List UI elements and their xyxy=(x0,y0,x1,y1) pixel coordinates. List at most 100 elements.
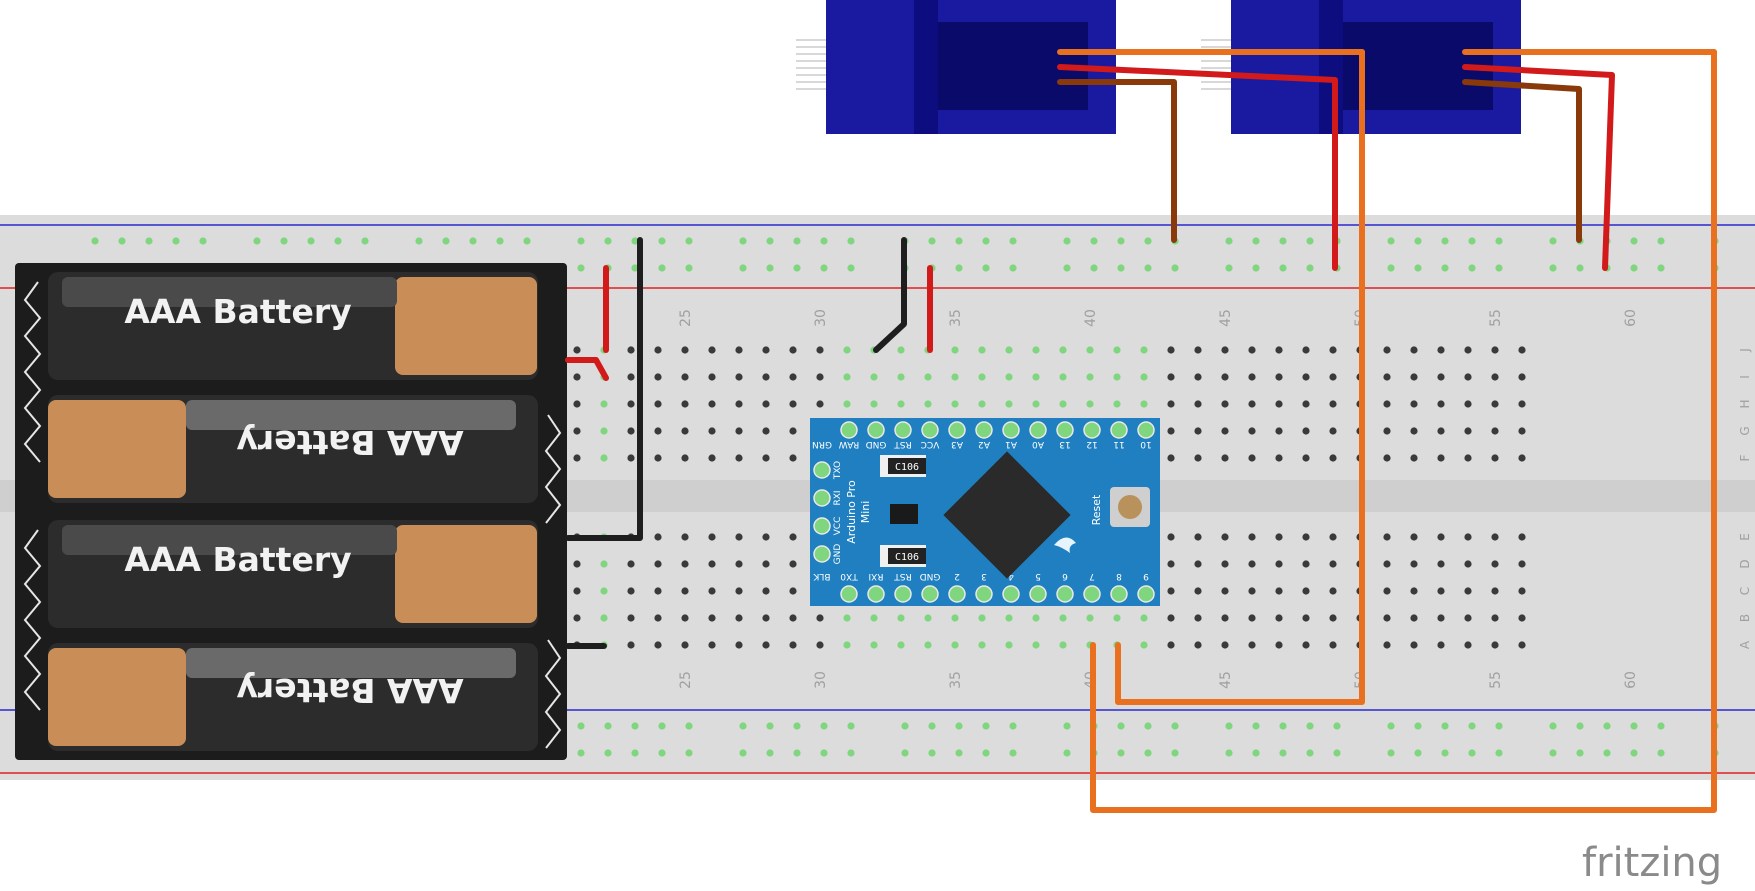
rail-hole xyxy=(307,237,315,245)
breadboard-hole xyxy=(1302,400,1310,408)
breadboard-hole xyxy=(1167,614,1175,622)
breadboard-hole xyxy=(789,400,797,408)
breadboard-hole xyxy=(1437,373,1445,381)
rail-hole xyxy=(1603,722,1611,730)
breadboard-hole xyxy=(1410,373,1418,381)
rail-hole xyxy=(577,264,585,272)
arduino-top-pin xyxy=(921,421,939,439)
breadboard-hole xyxy=(1221,454,1229,462)
breadboard-hole xyxy=(843,373,851,381)
rail-hole xyxy=(1117,722,1125,730)
breadboard-hole xyxy=(1302,587,1310,595)
arduino-bottom-pin xyxy=(1002,585,1020,603)
row-letter: H xyxy=(1738,399,1752,408)
breadboard-hole xyxy=(1275,454,1283,462)
column-number-top: 45 xyxy=(1218,309,1234,327)
breadboard-hole xyxy=(1005,373,1013,381)
breadboard-hole xyxy=(1437,533,1445,541)
breadboard-hole xyxy=(600,614,608,622)
rail-hole xyxy=(1468,722,1476,730)
breadboard-hole xyxy=(1329,614,1337,622)
rail-hole xyxy=(1414,722,1422,730)
rail-hole xyxy=(469,237,477,245)
breadboard-hole xyxy=(1383,560,1391,568)
breadboard-hole xyxy=(1086,400,1094,408)
rail-hole xyxy=(793,237,801,245)
breadboard-hole xyxy=(708,587,716,595)
rail-hole xyxy=(118,237,126,245)
breadboard-hole xyxy=(1410,614,1418,622)
rail-hole xyxy=(415,237,423,245)
reset-button-knob xyxy=(1118,495,1142,519)
breadboard-hole xyxy=(1032,400,1040,408)
rail-hole xyxy=(955,264,963,272)
breadboard-hole xyxy=(1059,373,1067,381)
rail-hole xyxy=(1171,722,1179,730)
rail-hole xyxy=(1657,722,1665,730)
breadboard-hole xyxy=(762,454,770,462)
breadboard-hole xyxy=(1410,346,1418,354)
arduino-bottom-pin xyxy=(894,585,912,603)
breadboard-hole xyxy=(681,373,689,381)
breadboard-hole xyxy=(627,560,635,568)
breadboard-hole xyxy=(843,641,851,649)
breadboard-hole xyxy=(816,641,824,649)
breadboard-hole xyxy=(654,400,662,408)
arduino-bottom-pin-label: 8 xyxy=(1116,571,1122,581)
arduino-top-pin-label: A1 xyxy=(1005,439,1017,449)
rail-hole xyxy=(928,749,936,757)
breadboard-hole xyxy=(600,587,608,595)
breadboard-hole xyxy=(1194,454,1202,462)
breadboard-hole xyxy=(1491,346,1499,354)
breadboard-hole xyxy=(1275,427,1283,435)
breadboard-hole xyxy=(1059,614,1067,622)
rail-hole xyxy=(1090,264,1098,272)
rail-hole xyxy=(955,722,963,730)
rail-hole xyxy=(1630,237,1638,245)
breadboard-hole xyxy=(816,614,824,622)
breadboard-hole xyxy=(654,614,662,622)
rail-hole xyxy=(982,237,990,245)
breadboard-hole xyxy=(1221,373,1229,381)
breadboard-hole xyxy=(762,427,770,435)
rail-hole xyxy=(1441,264,1449,272)
rail-hole xyxy=(1225,264,1233,272)
servo-flange xyxy=(914,0,938,134)
servo1-ground-wire xyxy=(1057,79,1177,243)
rail-hole xyxy=(334,237,342,245)
breadboard-hole xyxy=(1086,614,1094,622)
breadboard-hole xyxy=(762,400,770,408)
capacitor-top-label: C106 xyxy=(895,462,919,473)
rail-hole xyxy=(1009,749,1017,757)
arduino-bottom-pin xyxy=(1137,585,1155,603)
breadboard-hole xyxy=(978,373,986,381)
arduino-side-pin-label: VCC xyxy=(833,517,843,536)
breadboard-hole xyxy=(843,346,851,354)
rail-hole xyxy=(820,237,828,245)
arduino-bottom-pin xyxy=(1056,585,1074,603)
breadboard-hole xyxy=(627,587,635,595)
arduino-bottom-pin xyxy=(1110,585,1128,603)
battery-cell: AAA Battery xyxy=(48,520,538,628)
breadboard-hole xyxy=(654,427,662,435)
breadboard-hole xyxy=(1329,560,1337,568)
breadboard-hole xyxy=(978,346,986,354)
breadboard-hole xyxy=(1248,454,1256,462)
rail-hole xyxy=(739,264,747,272)
breadboard-hole xyxy=(1329,400,1337,408)
row-letter: J xyxy=(1738,348,1752,353)
breadboard-hole xyxy=(843,614,851,622)
arduino-side-pin-label: GND xyxy=(833,544,843,565)
breadboard-hole xyxy=(654,533,662,541)
rail-hole xyxy=(1090,237,1098,245)
rail-hole xyxy=(793,722,801,730)
breadboard-hole xyxy=(1437,454,1445,462)
rail-hole xyxy=(1630,264,1638,272)
arduino-top-pin-label: GRN xyxy=(812,439,832,449)
breadboard-hole xyxy=(978,400,986,408)
breadboard-hole xyxy=(762,560,770,568)
rail-hole xyxy=(1252,749,1260,757)
rail-hole xyxy=(1495,722,1503,730)
